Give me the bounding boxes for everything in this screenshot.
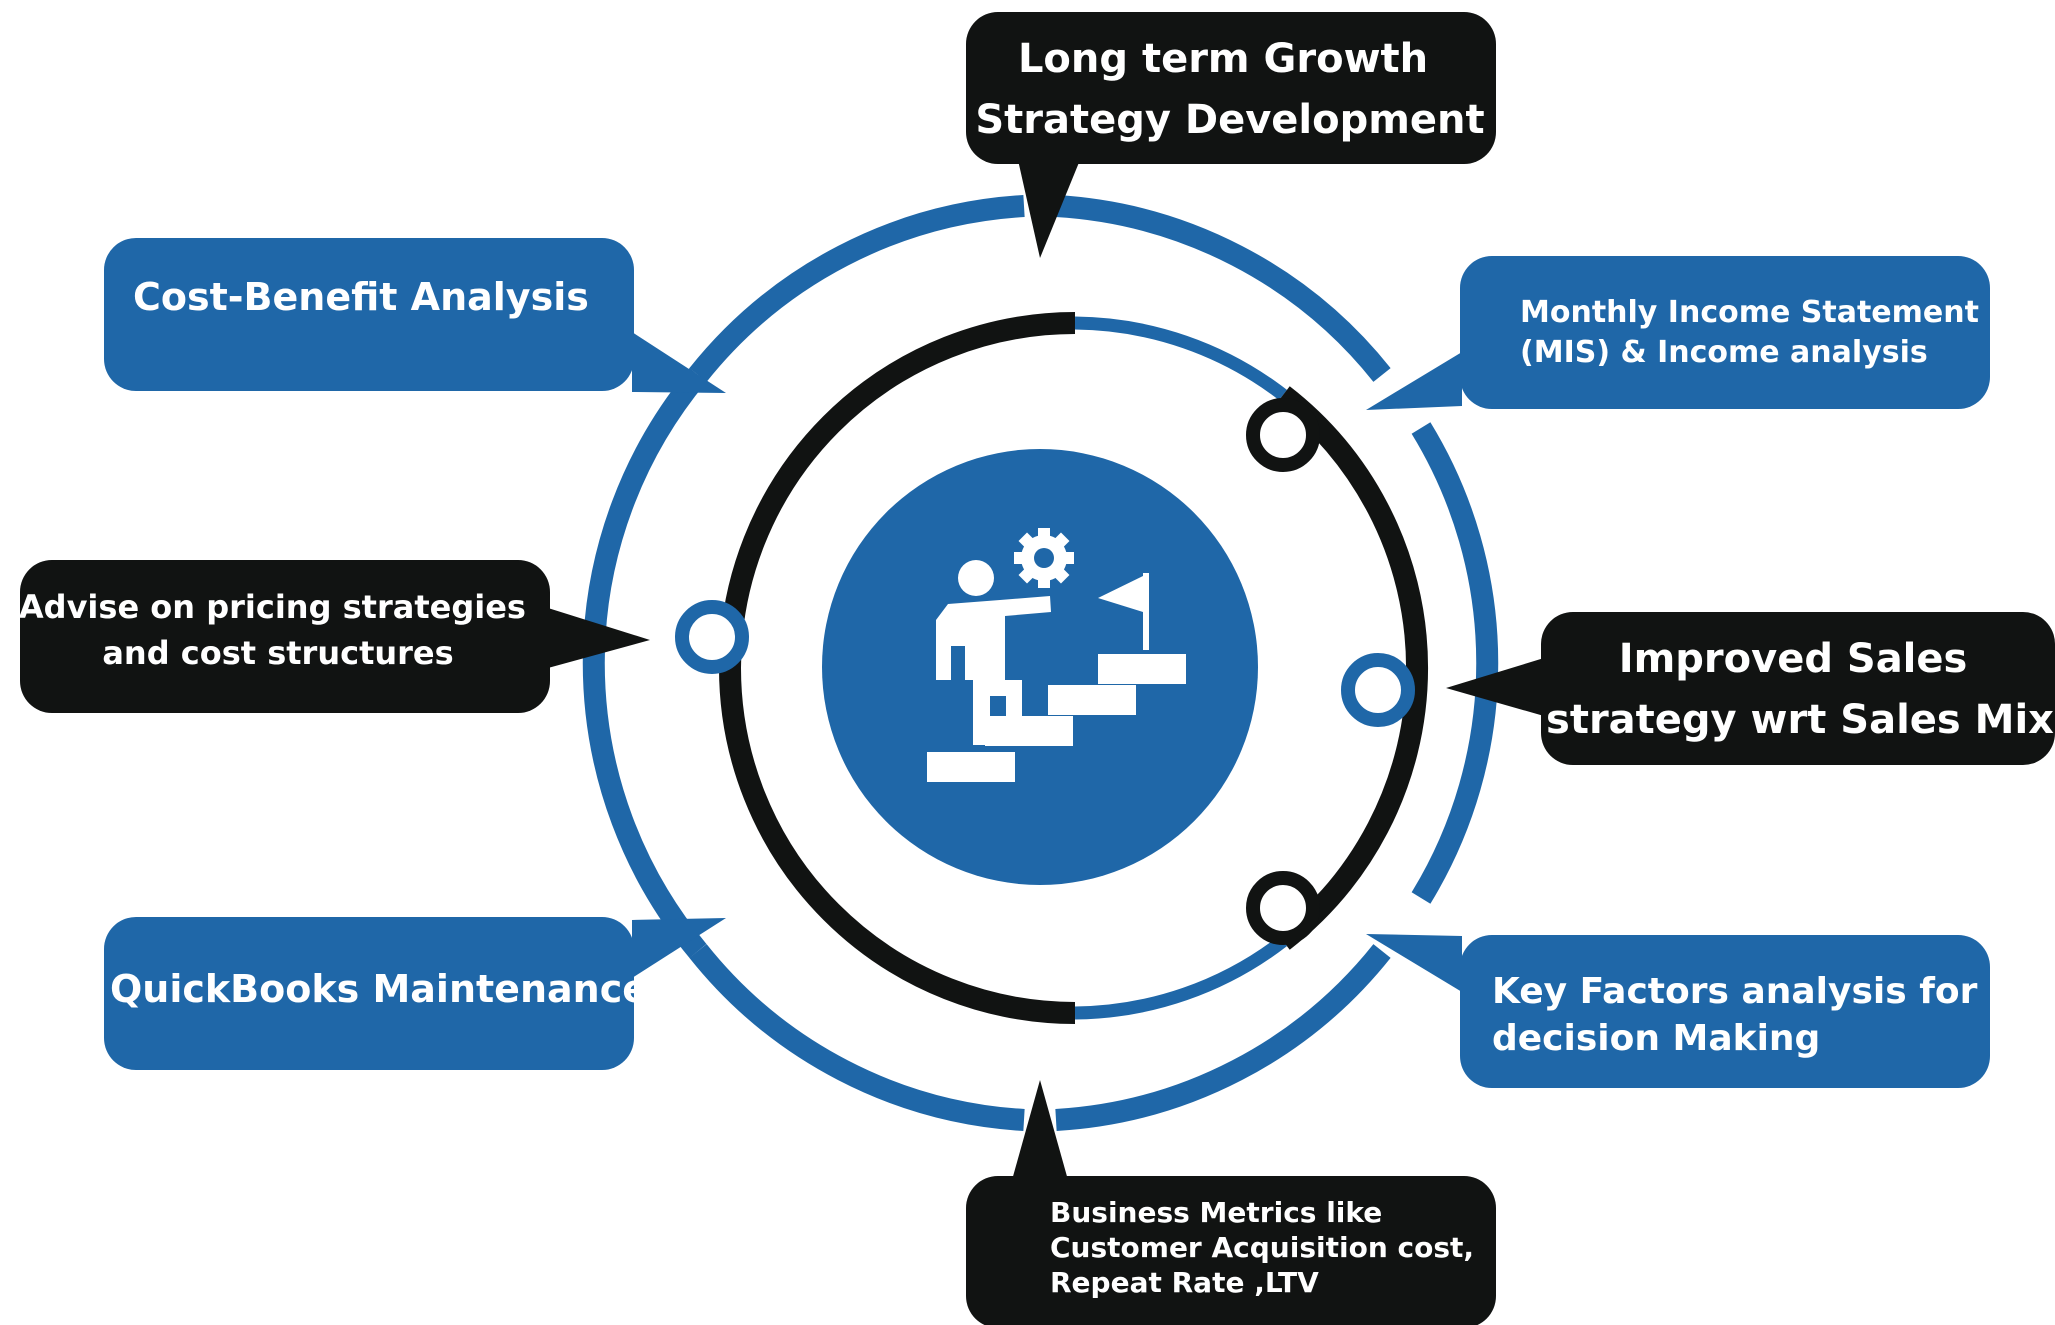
callout-line: Business Metrics like: [1050, 1196, 1382, 1229]
callout-long-term-growth-text: Long term Growth Strategy Development: [975, 36, 1484, 143]
outer-ring-top-right-arc: [1055, 195, 1391, 382]
outer-ring-bottom-left-arc: [689, 944, 1025, 1131]
callout-metrics: Business Metrics like Customer Acquisiti…: [966, 1080, 1496, 1325]
outer-ring-left-arc: [582, 367, 707, 959]
callout-line: Improved Sales: [1619, 636, 1968, 682]
person-climbing-stairs-to-flag-with-gear-icon: [927, 528, 1186, 782]
callout-line: Monthly Income Statement: [1520, 295, 1979, 330]
outer-ring: [582, 195, 1499, 1131]
callout-long-term-growth: Long term Growth Strategy Development: [966, 12, 1496, 258]
callout-line: QuickBooks Maintenance: [110, 967, 648, 1011]
center-circle: [822, 449, 1258, 885]
node-bottom-right: [1246, 871, 1320, 945]
callout-line: Customer Acquisition cost,: [1050, 1231, 1474, 1264]
callout-monthly-income-text: Monthly Income Statement (MIS) & Income …: [1520, 295, 1989, 370]
callout-metrics-text: Business Metrics like Customer Acquisiti…: [1050, 1196, 1484, 1299]
callout-line: Strategy Development: [975, 97, 1484, 143]
callout-line: Long term Growth: [1018, 36, 1428, 82]
callout-line: strategy wrt Sales Mix: [1546, 697, 2054, 743]
callout-line: and cost structures: [102, 634, 453, 672]
callout-sales: Improved Sales strategy wrt Sales Mix: [1446, 612, 2055, 765]
callout-pricing-text: Advise on pricing strategies and cost st…: [19, 588, 537, 672]
callout-line: Key Factors analysis for: [1492, 971, 1978, 1012]
inner-ring-blue-arc-top: [1074, 316, 1287, 401]
callout-quickbooks: QuickBooks Maintenance: [104, 917, 726, 1070]
callout-line: Repeat Rate ,LTV: [1050, 1266, 1319, 1299]
callout-monthly-income: Monthly Income Statement (MIS) & Income …: [1366, 256, 1990, 410]
callout-cost-benefit: Cost-Benefit Analysis: [104, 238, 726, 393]
callout-sales-text: Improved Sales strategy wrt Sales Mix: [1546, 636, 2054, 743]
callout-line: Advise on pricing strategies: [19, 588, 526, 626]
ring-nodes: [675, 398, 1415, 945]
callout-pricing: Advise on pricing strategies and cost st…: [19, 560, 650, 713]
node-top-right: [1246, 398, 1320, 472]
callout-key-factors: Key Factors analysis for decision Making: [1366, 934, 1990, 1088]
inner-ring-blue-arc-bottom: [1074, 935, 1287, 1020]
outer-ring-right-arc: [1411, 422, 1499, 904]
callout-key-factors-text: Key Factors analysis for decision Making: [1492, 971, 1990, 1059]
callout-line: Cost-Benefit Analysis: [133, 275, 589, 319]
callout-line: (MIS) & Income analysis: [1520, 335, 1928, 370]
callout-quickbooks-text: QuickBooks Maintenance: [110, 967, 648, 1011]
outer-ring-top-left-arc: [689, 195, 1025, 382]
node-left: [675, 600, 749, 674]
outer-ring-bottom-right-arc: [1055, 944, 1391, 1131]
callout-cost-benefit-text: Cost-Benefit Analysis: [133, 275, 589, 319]
callout-line: decision Making: [1492, 1018, 1820, 1059]
node-right: [1341, 653, 1415, 727]
center-hub: [822, 449, 1258, 885]
inner-ring-black-arc-right: [1276, 386, 1428, 950]
